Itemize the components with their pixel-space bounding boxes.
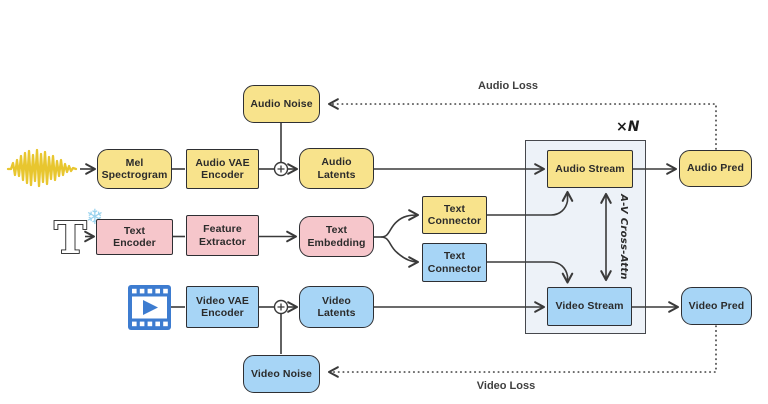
edge-videoconnector-to-videostream xyxy=(487,261,574,284)
text-connector-audio-box: Text Connector xyxy=(422,196,487,234)
text-embedding-box: Text Embedding xyxy=(299,216,374,257)
edge-audioconnector-to-audiostream xyxy=(487,190,574,216)
audio-vae-encoder-box: Audio VAE Encoder xyxy=(186,149,259,189)
video-clip-icon xyxy=(128,285,171,330)
video-loss-label: Video Loss xyxy=(476,380,536,392)
video-stream-box: Video Stream xyxy=(547,287,632,326)
audio-sum-node xyxy=(273,161,289,177)
audio-waveform-icon xyxy=(6,148,78,188)
video-vae-encoder-box: Video VAE Encoder xyxy=(186,286,259,328)
edge-fork-to-videoconnector xyxy=(380,236,420,268)
video-sum-node xyxy=(273,299,289,315)
video-latents-box: Video Latents xyxy=(299,286,374,328)
audio-loss-label: Audio Loss xyxy=(478,80,538,92)
video-loss-dotted-edge xyxy=(327,325,717,378)
feature-extractor-box: Feature Extractor xyxy=(186,215,259,256)
audio-noise-box: Audio Noise xyxy=(243,85,320,123)
av-cross-attn-label: A-V Cross-Attn xyxy=(618,194,629,280)
text-encoder-box: Text Encoder xyxy=(96,219,173,255)
text-connector-video-box: Text Connector xyxy=(422,243,487,282)
mel-spectrogram-box: Mel Spectrogram xyxy=(97,149,172,189)
audio-loss-dotted-edge xyxy=(327,98,717,150)
repeat-n-label: ×N xyxy=(616,119,640,135)
text-input-icon: T xyxy=(54,213,87,264)
audio-stream-box: Audio Stream xyxy=(547,150,633,188)
audio-pred-box: Audio Pred xyxy=(679,150,752,187)
video-noise-box: Video Noise xyxy=(243,355,320,393)
edge-fork-to-audioconnector xyxy=(380,209,420,238)
audio-latents-box: Audio Latents xyxy=(299,148,374,189)
video-pred-box: Video Pred xyxy=(681,287,752,325)
